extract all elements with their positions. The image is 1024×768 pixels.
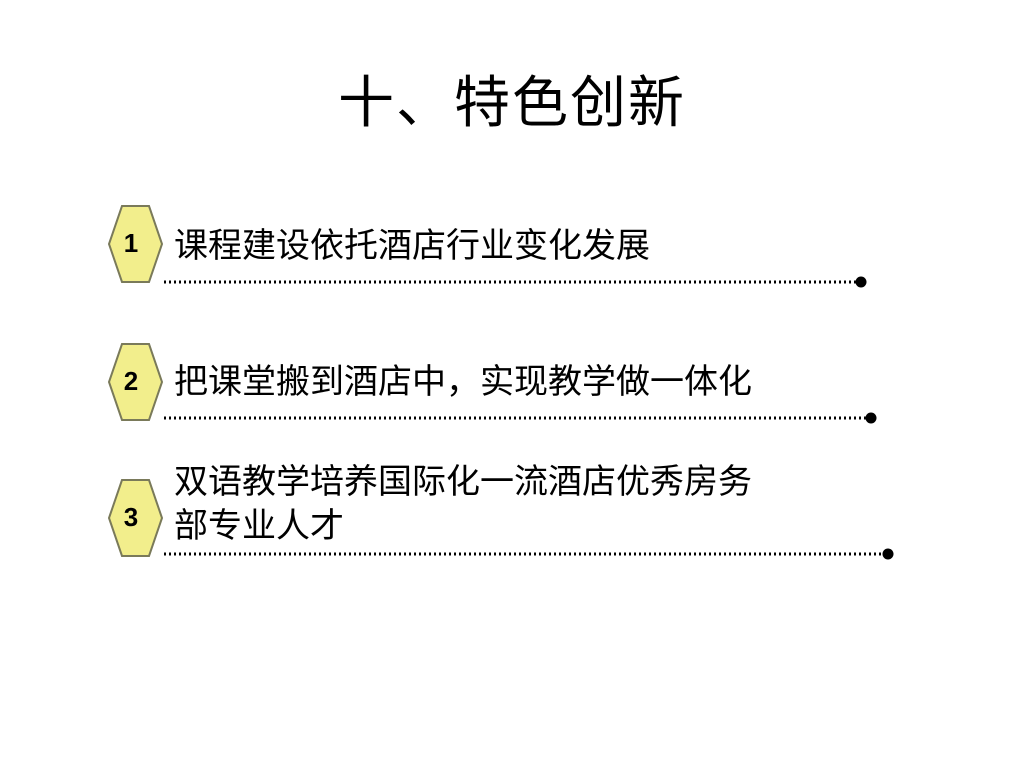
slide-title: 十、特色创新	[338, 71, 686, 136]
item-text-line: 课程建设依托酒店行业变化发展	[174, 226, 650, 266]
item-text-line: 部专业人才	[174, 506, 344, 546]
item-text-line: 双语教学培养国际化一流酒店优秀房务	[174, 462, 752, 502]
line-end-dot-2	[865, 412, 877, 424]
hexagon-badge-3	[107, 479, 164, 557]
hexagon-badge-1	[107, 205, 164, 283]
line-end-dot-1	[855, 276, 867, 288]
item-number: 3	[123, 502, 139, 532]
line-end-dot-3	[882, 548, 894, 560]
item-text: 把课堂搬到酒店中，实现教学做一体化	[174, 360, 752, 404]
item-text: 双语教学培养国际化一流酒店优秀房务 部专业人才	[174, 460, 752, 548]
hexagon-badge-2	[107, 343, 164, 421]
item-number: 2	[123, 366, 139, 396]
item-text-line: 把课堂搬到酒店中，实现教学做一体化	[174, 362, 752, 402]
item-text: 课程建设依托酒店行业变化发展	[174, 224, 650, 268]
item-number: 1	[123, 228, 139, 258]
